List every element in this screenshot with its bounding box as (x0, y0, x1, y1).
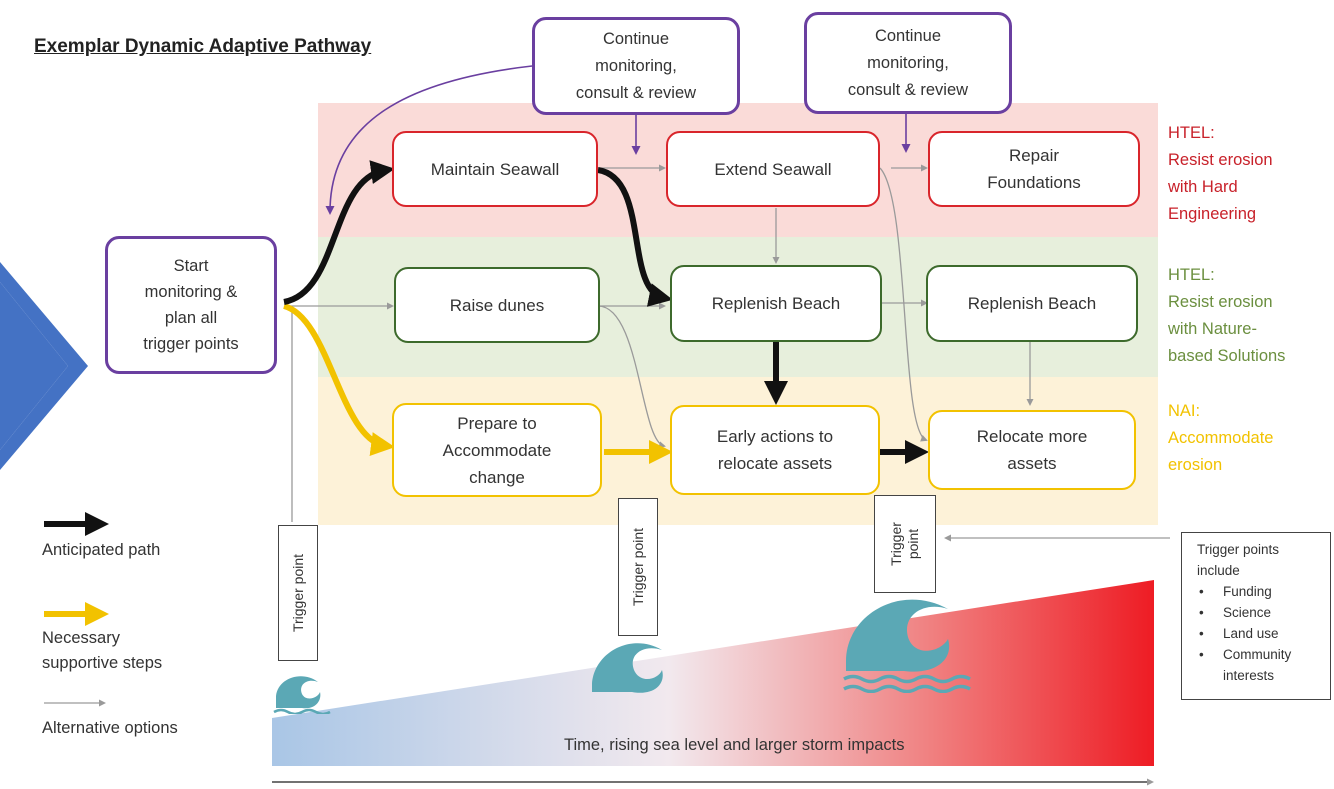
extend-seawall-box: Extend Seawall (666, 131, 880, 207)
trigger-point-label: Trigger point (630, 527, 646, 607)
trigger-points-note: Trigger points include Funding Science L… (1181, 532, 1331, 700)
large-wave-icon (843, 599, 971, 693)
trigger-note-item: Community interests (1199, 644, 1320, 686)
small-wave-icon (273, 676, 331, 714)
review-box-1: Continue monitoring, consult & review (532, 17, 740, 115)
relocate-more-box: Relocate more assets (928, 410, 1136, 490)
raise-dunes-box: Raise dunes (394, 267, 600, 343)
blue-chevron (0, 262, 88, 470)
sea-level-gradient (272, 580, 1154, 766)
early-actions-box: Early actions to relocate assets (670, 405, 880, 495)
replenish-beach-box-2: Replenish Beach (926, 265, 1138, 342)
category-hard-engineering: HTEL: Resist erosion with Hard Engineeri… (1168, 124, 1273, 223)
legend-supportive-steps: Necessary supportive steps (42, 629, 163, 672)
trigger-point-3: Trigger point (874, 495, 936, 593)
trigger-point-1: Trigger point (278, 525, 318, 661)
legend-anticipated-path: Anticipated path (42, 541, 161, 559)
trigger-point-2: Trigger point (618, 498, 658, 636)
legend-arrows (44, 512, 109, 707)
maintain-seawall-box: Maintain Seawall (392, 131, 598, 207)
category-accommodate: NAI: Accommodate erosion (1168, 402, 1274, 474)
replenish-beach-box-1: Replenish Beach (670, 265, 882, 342)
repair-foundations-box: Repair Foundations (928, 131, 1140, 207)
timeline-label: Time, rising sea level and larger storm … (564, 736, 905, 754)
alternative-option-lines (290, 164, 1170, 542)
trigger-note-heading: Trigger points include (1197, 542, 1280, 578)
trigger-note-item: Land use (1199, 623, 1320, 644)
trigger-note-item: Science (1199, 602, 1320, 623)
legend-alternative-options: Alternative options (42, 719, 178, 737)
start-box: Start monitoring & plan all trigger poin… (105, 236, 277, 374)
trigger-note-item: Funding (1199, 581, 1320, 602)
review-box-2: Continue monitoring, consult & review (804, 12, 1012, 114)
supportive-path (282, 303, 673, 464)
review-connectors (325, 65, 911, 215)
anticipated-path (283, 160, 929, 464)
prepare-accommodate-box: Prepare to Accommodate change (392, 403, 602, 497)
page-title: Exemplar Dynamic Adaptive Pathway (34, 36, 372, 57)
trigger-point-label: Trigger point (290, 553, 306, 633)
medium-wave-icon (592, 643, 663, 693)
trigger-point-label: Trigger point (888, 522, 921, 566)
category-nature-based: HTEL: Resist erosion with Nature- based … (1168, 266, 1286, 365)
